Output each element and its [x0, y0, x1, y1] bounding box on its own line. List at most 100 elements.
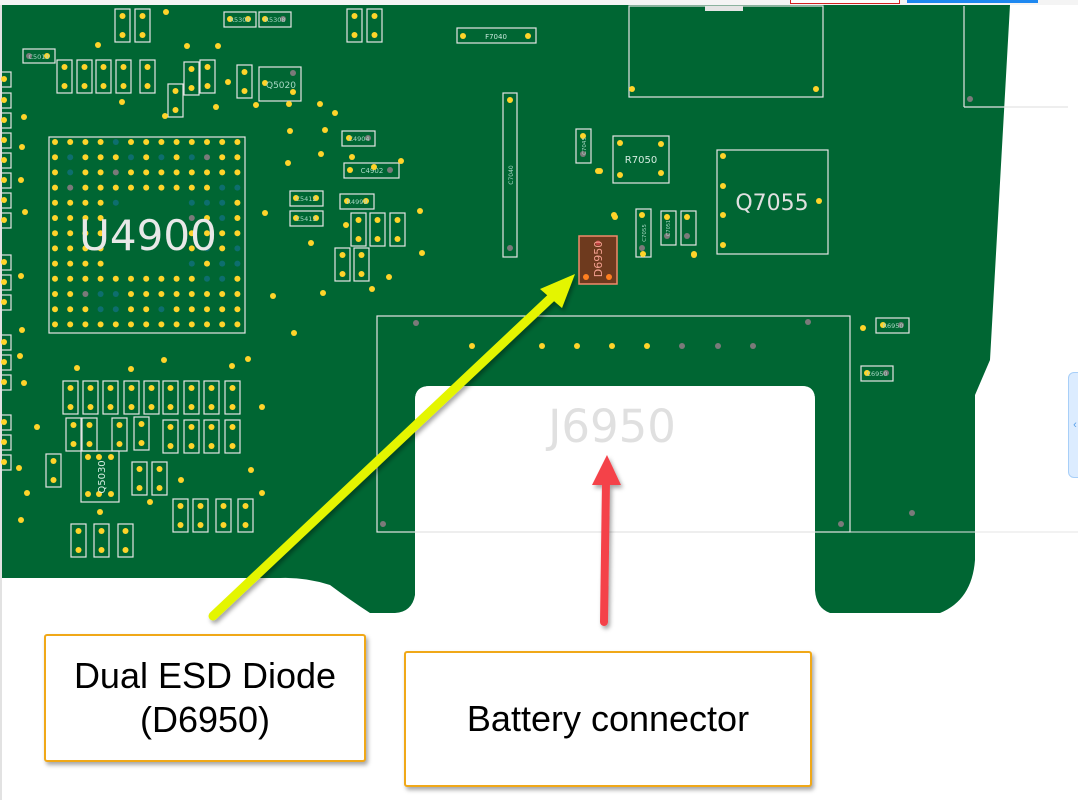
component-capacitor[interactable]: [192, 498, 209, 533]
via-pad: [163, 9, 169, 15]
component-label: C7045: [582, 137, 588, 155]
component-capacitor[interactable]: [224, 380, 241, 415]
component-c5010[interactable]: C5010: [22, 48, 56, 64]
component-j6950[interactable]: J6950: [376, 315, 1078, 600]
bga-ball: [219, 139, 226, 145]
component-r6950[interactable]: R6950: [875, 317, 910, 334]
component-capacitor[interactable]: [102, 380, 119, 415]
bga-ball: [188, 169, 195, 176]
bga-ball: [204, 215, 210, 221]
component-capacitor[interactable]: [346, 8, 363, 43]
component-capacitor[interactable]: [680, 210, 697, 246]
esd-diode-callout: Dual ESD Diode (D6950): [44, 634, 366, 762]
component-capacitor[interactable]: [203, 380, 220, 415]
via-pad: [398, 158, 404, 164]
component-capacitor[interactable]: [56, 59, 73, 94]
component-c5413[interactable]: C5413: [289, 210, 324, 227]
component-capacitor[interactable]: [162, 419, 179, 454]
bga-ball: [52, 230, 58, 237]
component-r7050[interactable]: R7050: [612, 135, 670, 184]
component-capacitor[interactable]: [143, 380, 160, 415]
component-capacitor[interactable]: [123, 380, 140, 415]
via-pad: [21, 114, 27, 120]
component-capacitor[interactable]: [167, 83, 184, 118]
component-q5030[interactable]: Q5030: [80, 450, 120, 503]
component-capacitor[interactable]: [389, 212, 406, 247]
component-outline: [56, 59, 73, 94]
component-capacitor[interactable]: [151, 461, 168, 496]
bga-ball: [52, 275, 58, 282]
component-capacitor[interactable]: [199, 59, 216, 94]
pad: [136, 485, 143, 491]
component-c6950[interactable]: C6950: [860, 365, 894, 382]
component-r4999[interactable]: R4999: [339, 193, 375, 210]
component-q5020[interactable]: Q5020: [258, 66, 302, 102]
component-capacitor[interactable]: [183, 419, 200, 454]
pad: [172, 107, 179, 113]
component-r5308[interactable]: R5308: [258, 11, 292, 28]
component-capacitor[interactable]: [203, 419, 220, 454]
component-capacitor[interactable]: [334, 247, 351, 282]
component-c7055[interactable]: C7055: [635, 208, 652, 258]
component-outline: [70, 523, 87, 558]
component-capacitor[interactable]: [82, 380, 99, 415]
pad: [100, 83, 107, 89]
component-capacitor[interactable]: [81, 417, 98, 452]
component-capacitor[interactable]: [350, 212, 367, 247]
component-capacitor[interactable]: [183, 61, 200, 96]
component-u4900[interactable]: U4900: [48, 136, 246, 334]
component-capacitor[interactable]: [65, 417, 82, 452]
component-capacitor[interactable]: [183, 380, 200, 415]
toolbar-action-button[interactable]: [907, 0, 1038, 3]
component-c4904[interactable]: C4904: [341, 130, 376, 147]
component-q7055[interactable]: Q7055: [716, 149, 829, 255]
component-capacitor[interactable]: [76, 59, 93, 94]
toolbar-search-field[interactable]: [790, 0, 900, 4]
component-outline: [114, 8, 131, 43]
bga-ball: [112, 199, 119, 206]
component-capacitor[interactable]: [369, 212, 386, 247]
component-r5300[interactable]: R5300: [223, 11, 257, 28]
via-pad: [213, 104, 219, 110]
component-capacitor[interactable]: [353, 247, 370, 282]
pad: [139, 13, 146, 19]
component-outline: [0, 334, 12, 351]
component-f7040[interactable]: F7040: [456, 27, 537, 44]
component-label: Q5020: [266, 81, 296, 91]
via-pad: [24, 490, 30, 496]
component-d6950-highlighted[interactable]: D6950: [578, 235, 618, 285]
component-capacitor[interactable]: [70, 523, 87, 558]
component-capacitor[interactable]: [95, 59, 112, 94]
component-capacitor[interactable]: [237, 498, 254, 533]
component-capacitor[interactable]: [139, 59, 156, 94]
component-c7045[interactable]: C7045: [575, 128, 592, 164]
component-outline: [236, 64, 253, 99]
bga-ball: [234, 154, 241, 161]
component-c5412[interactable]: C5412: [289, 190, 324, 207]
component-capacitor[interactable]: [114, 8, 131, 43]
side-panel-toggle[interactable]: ‹: [1068, 372, 1078, 478]
component-capacitor[interactable]: [224, 419, 241, 454]
component-capacitor[interactable]: [236, 64, 253, 99]
bga-ball: [173, 139, 180, 145]
pad: [136, 466, 143, 472]
component-capacitor[interactable]: [131, 461, 148, 496]
component-c7051[interactable]: C7051: [660, 210, 677, 246]
pad: [128, 385, 135, 391]
component-capacitor[interactable]: [115, 59, 132, 94]
component-capacitor[interactable]: [215, 498, 232, 533]
component-outline: [123, 380, 140, 415]
bga-ball: [234, 291, 241, 297]
component-capacitor[interactable]: [93, 523, 110, 558]
component-c7040[interactable]: C7040: [502, 92, 518, 258]
component-capacitor[interactable]: [172, 498, 189, 533]
component-capacitor[interactable]: [62, 380, 79, 415]
component-capacitor[interactable]: [45, 453, 62, 488]
component-capacitor[interactable]: [133, 416, 150, 451]
component-capacitor[interactable]: [117, 523, 134, 558]
component-capacitor[interactable]: [162, 380, 179, 415]
component-capacitor[interactable]: [134, 8, 151, 43]
component-c4902[interactable]: C4902: [343, 162, 400, 179]
component-capacitor[interactable]: [366, 8, 383, 43]
